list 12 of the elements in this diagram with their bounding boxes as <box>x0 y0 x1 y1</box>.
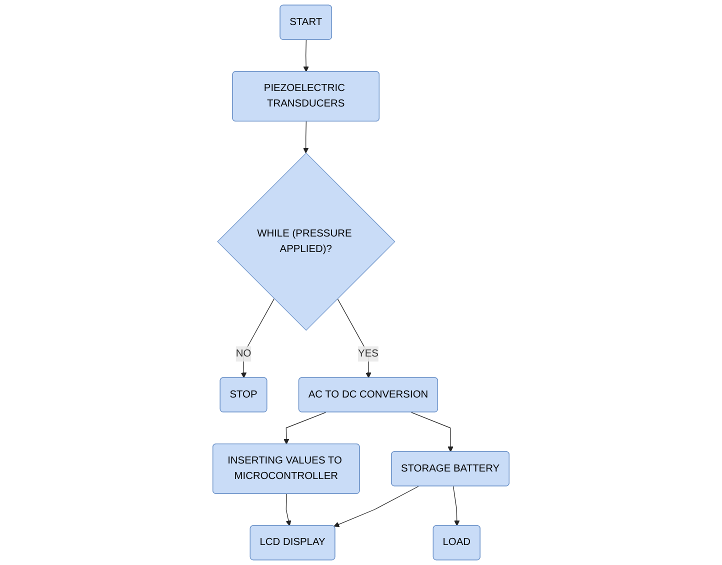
arrow <box>337 298 372 378</box>
arrow <box>303 40 309 72</box>
arrow <box>334 486 419 528</box>
arrow <box>286 494 292 526</box>
node-diamond: WHILE (PRESSURE APPLIED)? <box>217 152 396 331</box>
edge-label: YES <box>358 348 378 360</box>
arrow <box>410 412 454 452</box>
arrow <box>284 412 326 444</box>
arrow <box>303 121 309 154</box>
arrow <box>240 298 275 378</box>
arrow <box>452 486 460 526</box>
edge-label: NO <box>236 348 252 360</box>
